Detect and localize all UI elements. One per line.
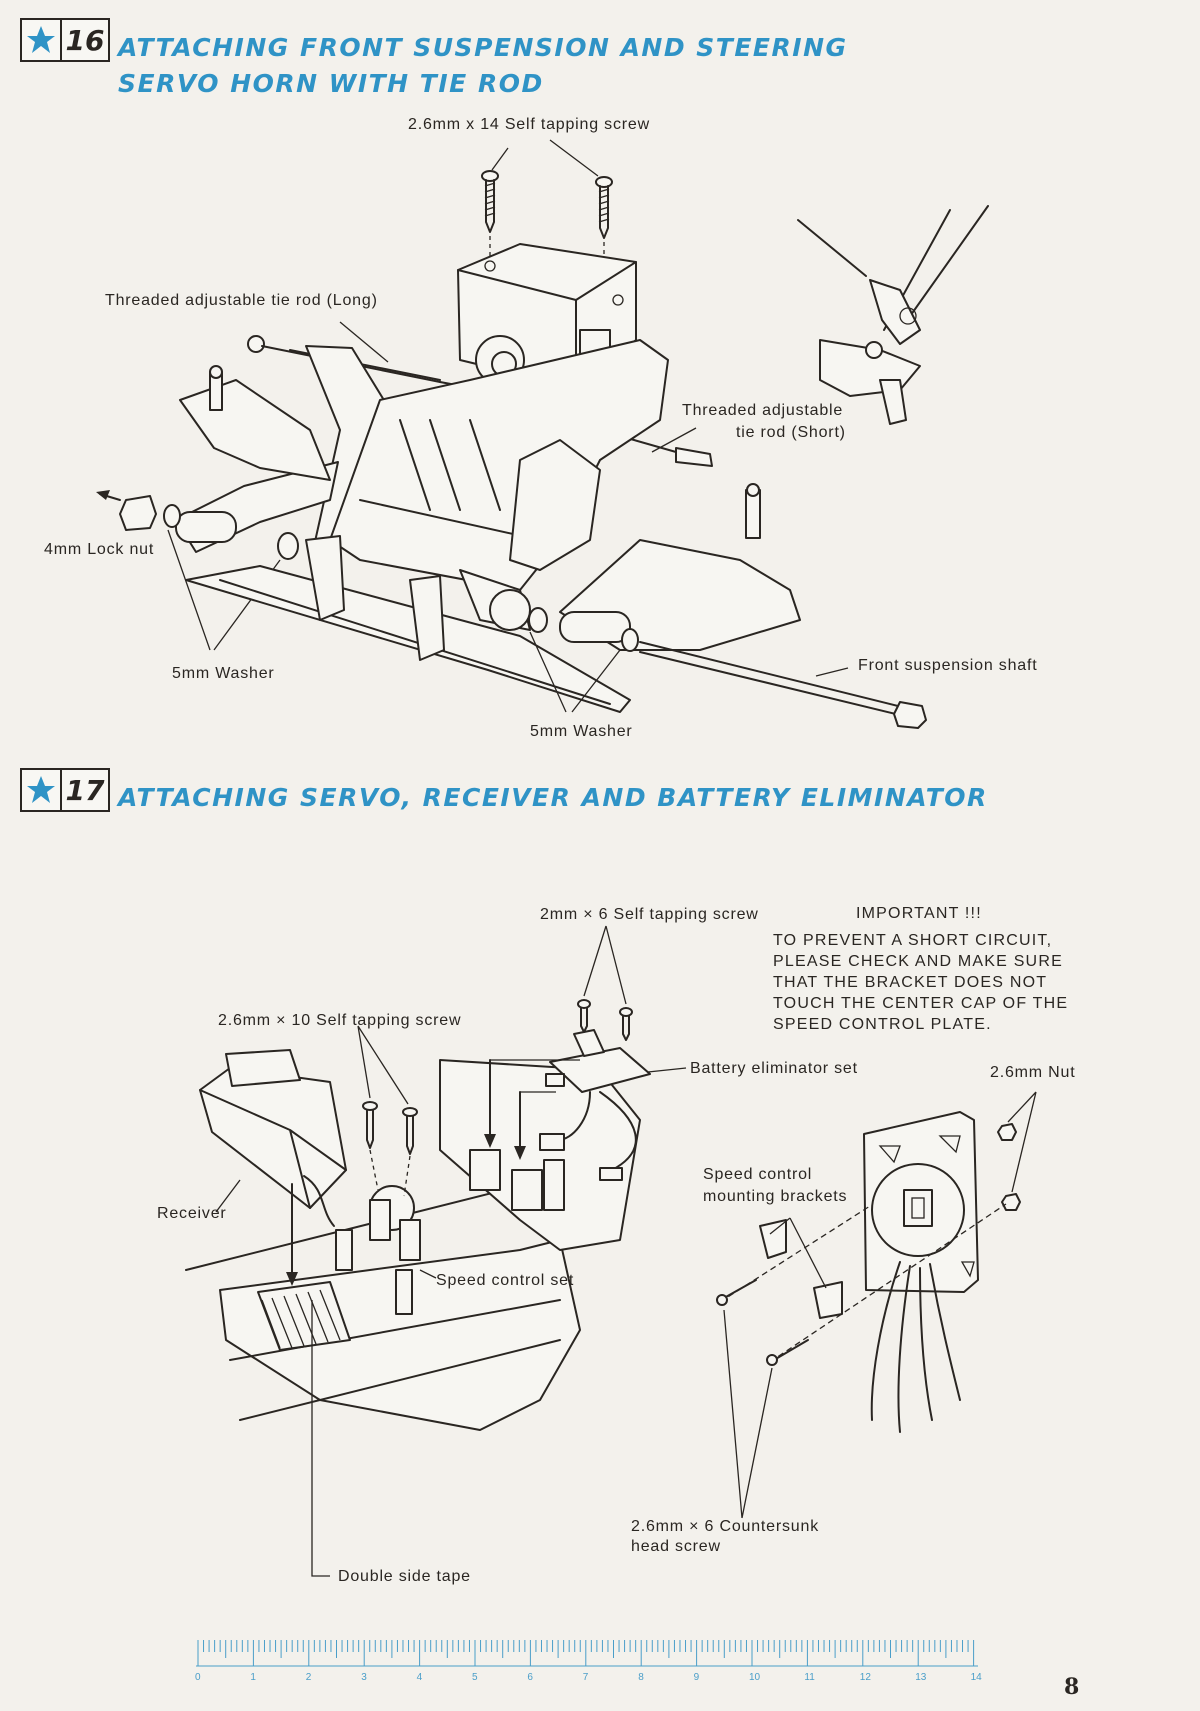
ruler-tick-label: 7 [582,1672,589,1683]
important-note: TO PREVENT A SHORT CIRCUIT, PLEASE CHECK… [773,930,1073,1035]
battery-eliminator-set [539,1029,651,1181]
screw-2mm-left [577,999,591,1033]
mounting-bracket-left [759,1219,787,1259]
label-tie-rod-long: Threaded adjustable tie rod (Long) [105,292,378,309]
step-number: 16 [65,23,105,57]
step-16-title-line-2: SERVO HORN WITH TIE ROD [118,69,544,98]
ruler-tick-label: 12 [859,1672,871,1683]
double-side-tape-area [257,1281,351,1351]
label-countersunk-line-1: 2.6mm × 6 Countersunk [631,1518,819,1535]
speed-control-set [335,1185,421,1315]
label-double-side-tape: Double side tape [338,1568,471,1585]
label-lock-nut: 4mm Lock nut [44,541,155,558]
self-tapping-screw-right [595,176,613,239]
ruler-tick-label: 8 [638,1672,644,1683]
ruler-tick-label: 10 [749,1672,761,1683]
mounting-bracket-right [813,1281,843,1319]
nut-bottom [1001,1193,1021,1211]
countersunk-screw-right [766,1339,809,1366]
self-tapping-screw-left [481,170,499,233]
label-brackets-line-1: Speed control [703,1166,813,1183]
front-suspension-shaft [639,641,927,729]
step-16-title-line-1: ATTACHING FRONT SUSPENSION AND STEERING [118,33,848,62]
ruler-tick-label: 5 [472,1672,478,1683]
nut-top [997,1123,1017,1141]
label-washer-left: 5mm Washer [172,665,275,682]
label-tie-rod-short-line-1: Threaded adjustable [682,402,844,419]
front-bumper [185,535,631,713]
label-screw-26mm: 2.6mm × 10 Self tapping screw [218,1012,462,1029]
label-self-tapping-screw: 2.6mm x 14 Self tapping screw [408,116,650,133]
label-countersunk-line-2: head screw [631,1538,721,1555]
inset-tie-rod-end [797,205,989,425]
receiver [199,1049,347,1227]
washer-left-outer [163,504,181,528]
star-icon [22,770,62,810]
ruler-tick-label: 13 [915,1672,927,1683]
screw-2mm-right [619,1007,633,1041]
ruler-tick-label: 14 [970,1672,982,1683]
important-line: PLEASE CHECK AND MAKE SURE [773,953,1063,970]
ruler-tick-label: 0 [195,1672,201,1683]
step-17-title: ATTACHING SERVO, RECEIVER AND BATTERY EL… [118,783,988,812]
step-16-badge: 16 [20,18,110,62]
ruler-tick-label: 3 [361,1672,367,1683]
step-number: 17 [65,773,105,807]
speed-control-plate [863,1111,979,1433]
lock-nut [119,495,157,531]
label-washer-right: 5mm Washer [530,723,633,740]
important-line: TO PREVENT A SHORT CIRCUIT, [773,932,1053,949]
step-16-title: ATTACHING FRONT SUSPENSION AND STEERING … [118,30,848,102]
label-speed-control-set: Speed control set [436,1272,575,1289]
label-nut: 2.6mm Nut [990,1064,1076,1081]
important-line: SPEED CONTROL PLATE. [773,1016,992,1033]
countersunk-screw-left [716,1279,757,1306]
star-icon [22,20,62,60]
label-tie-rod-short-line-2: tie rod (Short) [736,424,846,441]
screw-26mm-right [402,1107,418,1155]
screw-26mm-left [362,1101,378,1149]
ruler-tick-label: 9 [693,1672,700,1683]
important-line: THAT THE BRACKET DOES NOT [773,974,1048,991]
ruler-tick-label: 4 [416,1672,423,1683]
page-number: 8 [1064,1674,1080,1700]
step-17-badge: 17 [20,768,110,812]
label-screw-2mm: 2mm × 6 Self tapping screw [540,906,759,923]
important-line: TOUCH THE CENTER CAP OF THE [773,995,1069,1012]
ruler-tick-label: 11 [804,1672,815,1683]
suspension-arm-right [459,483,801,652]
front-chassis [329,339,669,591]
ruler-tick-label: 1 [250,1672,256,1683]
label-battery-eliminator: Battery eliminator set [690,1060,858,1077]
front-suspension-diagram [96,139,989,729]
label-brackets-line-2: mounting brackets [703,1188,848,1205]
ruler-tick-label: 2 [305,1672,312,1683]
ruler-tick-label: 6 [527,1672,533,1683]
suspension-arm-left [175,365,339,553]
washer-left-inner [277,532,299,560]
label-receiver: Receiver [157,1205,227,1222]
label-front-suspension-shaft: Front suspension shaft [858,657,1038,674]
important-title: IMPORTANT !!! [856,905,982,922]
